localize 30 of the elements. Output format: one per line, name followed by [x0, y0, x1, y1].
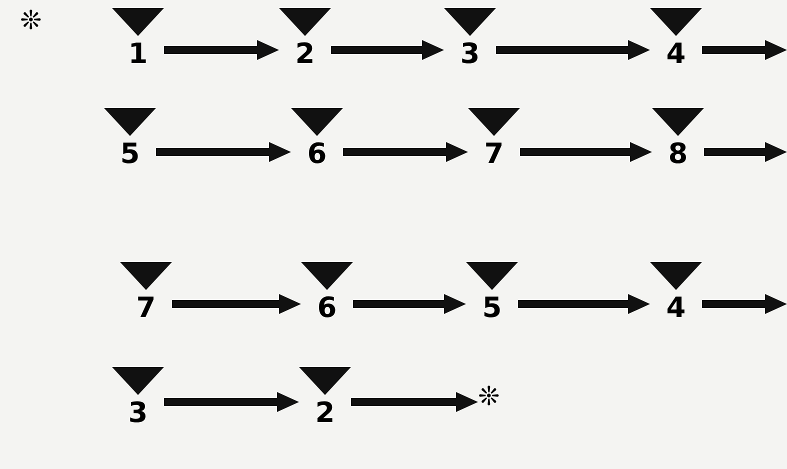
- arrow: [156, 142, 291, 162]
- arrow: [702, 40, 787, 60]
- step-number: 4: [666, 294, 686, 322]
- step-number: 6: [317, 294, 337, 322]
- step-number: 4: [666, 40, 686, 68]
- asterisk-symbol: ❊: [478, 384, 500, 410]
- arrow: [702, 294, 787, 314]
- arrow: [353, 294, 466, 314]
- arrow: [496, 40, 650, 60]
- arrow: [164, 40, 279, 60]
- step-number: 5: [120, 140, 140, 168]
- step-number: 1: [128, 40, 148, 68]
- arrow: [518, 294, 650, 314]
- step-number: 2: [295, 40, 315, 68]
- arrow: [343, 142, 468, 162]
- arrow: [351, 392, 478, 412]
- step-number: 7: [136, 294, 156, 322]
- arrow: [164, 392, 299, 412]
- asterisk-symbol: ❊: [20, 8, 42, 34]
- step-number: 8: [668, 140, 688, 168]
- arrow: [520, 142, 652, 162]
- arrow: [331, 40, 444, 60]
- step-number: 6: [307, 140, 327, 168]
- step-number: 3: [128, 399, 148, 427]
- step-number: 5: [482, 294, 502, 322]
- step-number: 2: [315, 399, 335, 427]
- arrow: [172, 294, 301, 314]
- arrow: [704, 142, 787, 162]
- step-number: 7: [484, 140, 504, 168]
- step-number: 3: [460, 40, 480, 68]
